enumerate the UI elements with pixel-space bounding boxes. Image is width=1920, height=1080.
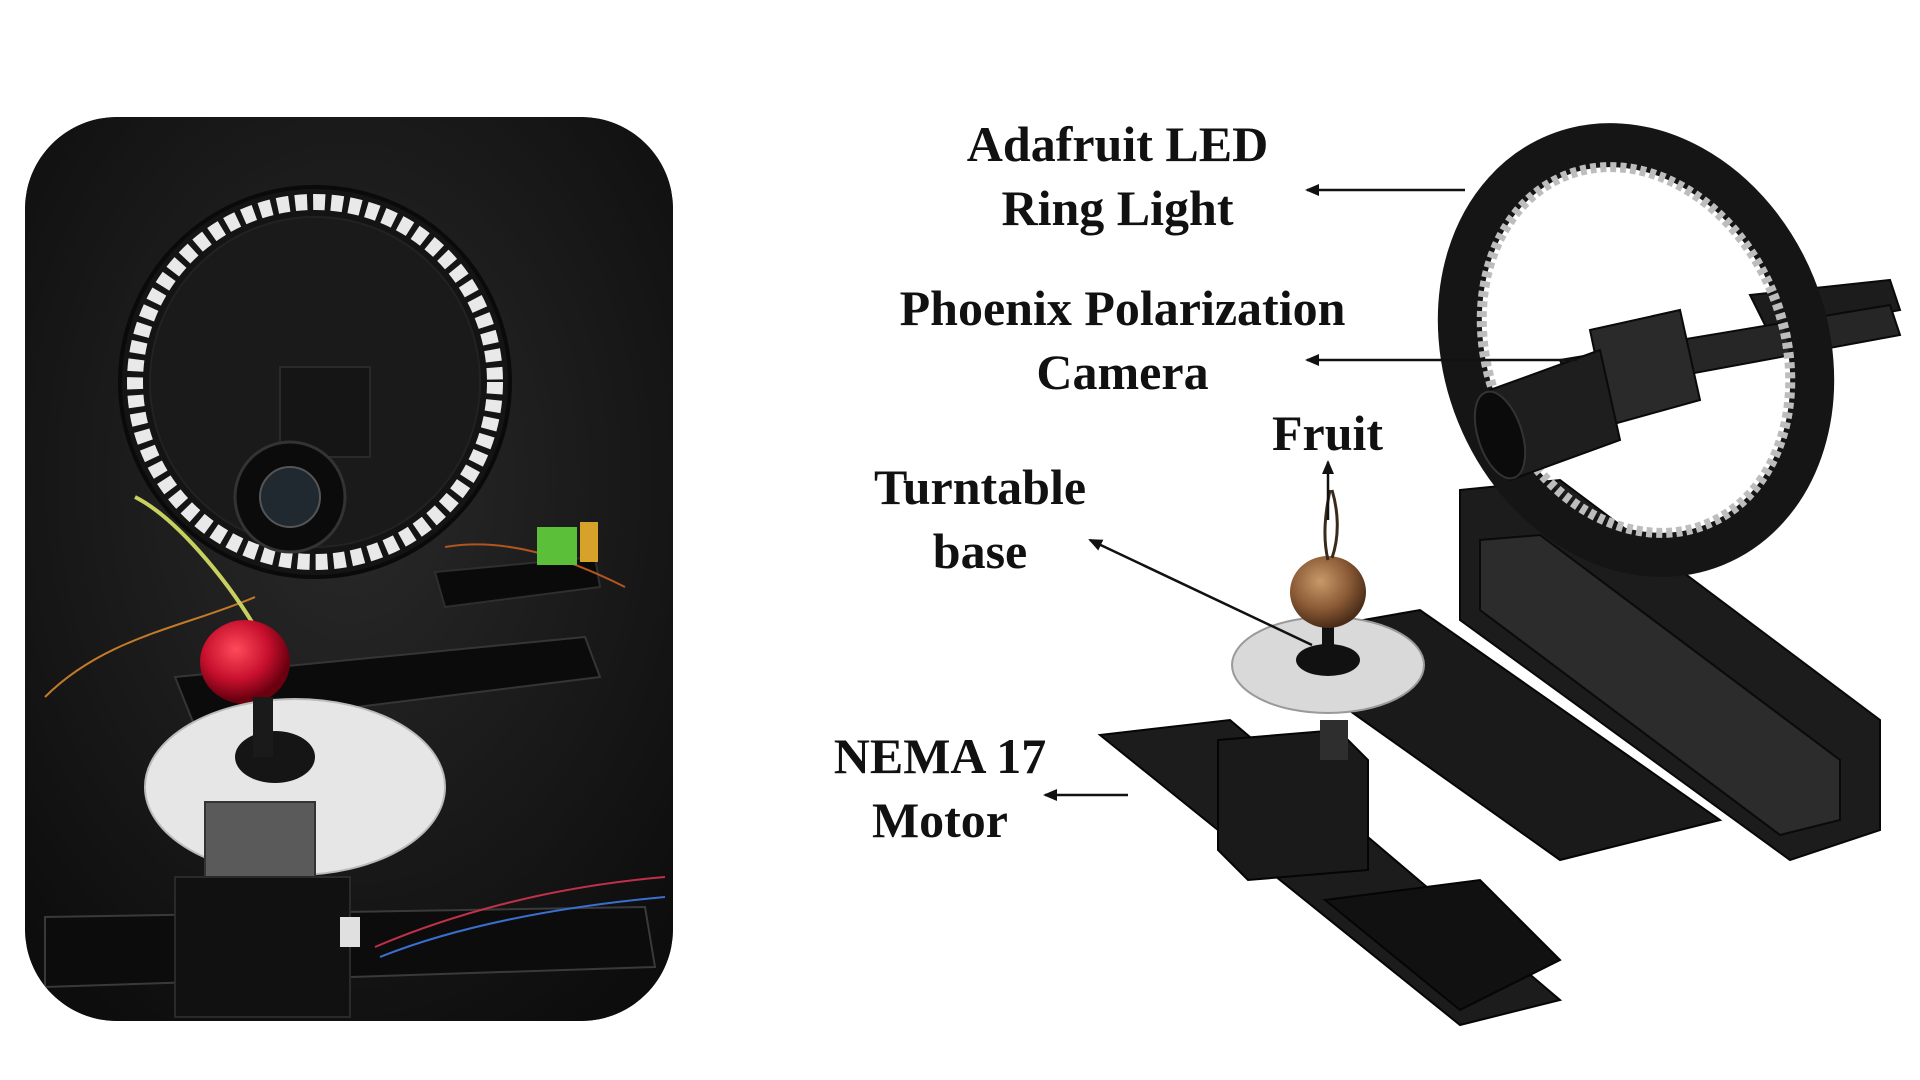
label-motor: NEMA 17 Motor (820, 724, 1060, 852)
photo-wire (44, 596, 256, 698)
arrow-turntable (1088, 538, 1313, 647)
label-led-ring-line2: Ring Light (1001, 180, 1234, 236)
render-fruit-stem (1330, 489, 1339, 559)
photo-motor-connector (340, 917, 360, 947)
label-camera-line2: Camera (1036, 344, 1209, 400)
photo-wire (444, 543, 626, 588)
label-fruit: Fruit (1255, 401, 1400, 465)
photo-nema17-motor (174, 876, 351, 1018)
render-fruit-post (1322, 620, 1334, 660)
label-turntable: Turntable base (845, 455, 1115, 583)
render-motor-shaft (1320, 720, 1348, 760)
label-turntable-line2: base (932, 523, 1028, 579)
setup-photo (25, 117, 673, 1021)
photo-pcb-yellow (580, 522, 598, 562)
label-fruit-text: Fruit (1271, 405, 1384, 461)
photo-wire (379, 896, 666, 958)
render-led-ring-leds (1476, 162, 1796, 538)
render-base-foot (1322, 878, 1562, 1012)
label-led-ring: Adafruit LED Ring Light (945, 112, 1290, 240)
photo-cherry-stem (134, 495, 257, 629)
label-motor-line2: Motor (871, 792, 1009, 848)
photo-cherry (200, 620, 290, 704)
photo-turntable-shaft (253, 697, 273, 757)
photo-pcb-green (537, 527, 577, 565)
render-frame-window (1479, 533, 1841, 837)
label-camera-line1: Phoenix Polarization (899, 280, 1346, 336)
render-fruit (1290, 556, 1366, 628)
setup-photo-illustration (25, 117, 673, 1021)
label-motor-line1: NEMA 17 (833, 728, 1047, 784)
label-turntable-line1: Turntable (873, 459, 1087, 515)
label-led-ring-line1: Adafruit LED (966, 116, 1269, 172)
photo-led-ring-leds (127, 194, 503, 570)
label-camera: Phoenix Polarization Camera (870, 276, 1375, 404)
render-camera-lens (1473, 390, 1527, 480)
photo-camera-glass (259, 466, 321, 528)
photo-wire (374, 876, 666, 948)
